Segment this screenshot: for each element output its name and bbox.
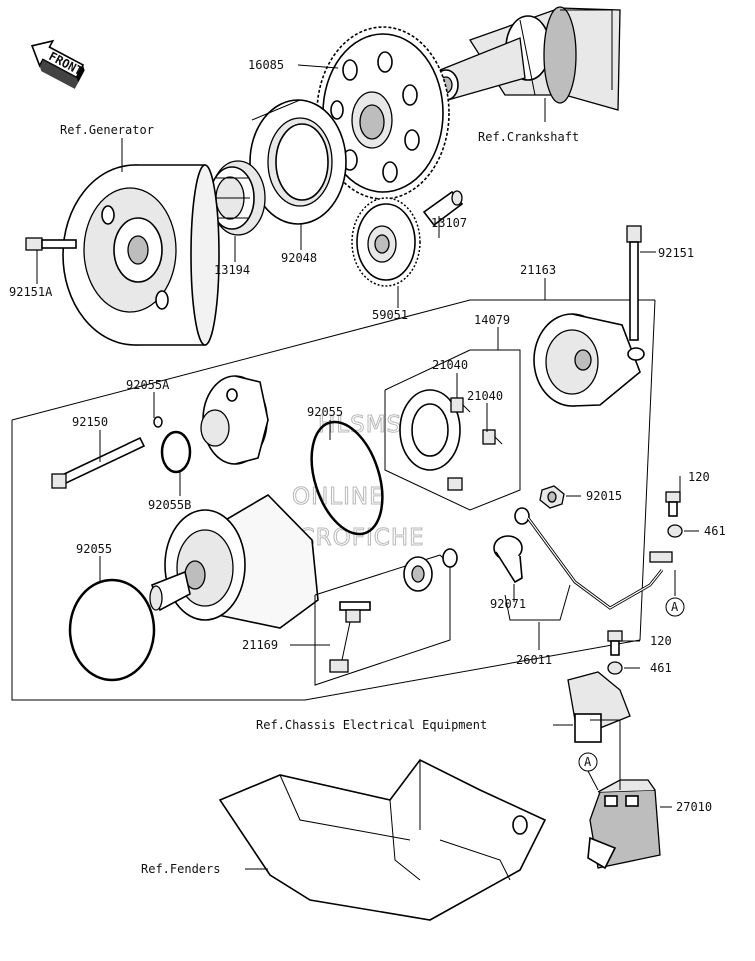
starter-motor-outline (11, 299, 656, 701)
front-arrow-icon: FRONT (30, 39, 85, 89)
label-92055B: 92055B (148, 498, 191, 512)
label-14079: 14079 (474, 313, 510, 327)
idle-gear-59051 (351, 197, 421, 287)
label-92151: 92151 (658, 246, 694, 260)
generator-rotor (62, 164, 220, 346)
part-labels: 16085 Ref.Generator Ref.Crankshaft 92151… (9, 58, 726, 876)
label-ref-fenders: Ref.Fenders (141, 862, 220, 876)
label-92055-upper: 92055 (307, 405, 343, 419)
label-92015: 92015 (586, 489, 622, 503)
brush-holder-outline (384, 349, 521, 511)
crankshaft-drawing (433, 6, 621, 111)
bolt-92150 (51, 436, 146, 489)
label-13194: 13194 (214, 263, 250, 277)
label-16085: 16085 (248, 58, 284, 72)
nut-92015 (539, 485, 565, 509)
label-461-upper: 461 (704, 524, 726, 538)
plate-92048 (249, 99, 347, 225)
terminal-washer (403, 548, 458, 592)
label-59051: 59051 (372, 308, 408, 322)
callout-a-lower: A (578, 752, 599, 791)
shaft-13107 (422, 190, 464, 227)
o-ring-92055-upper (310, 420, 384, 536)
washer-461-upper (667, 524, 683, 538)
label-21040-a: 21040 (432, 358, 468, 372)
bolt-92151A (25, 237, 77, 251)
label-21040-b: 21040 (467, 389, 503, 403)
starter-gear-16085 (316, 26, 450, 200)
label-13107: 13107 (431, 216, 467, 230)
brush-21040-b (482, 429, 503, 445)
label-120-lower: 120 (650, 634, 672, 648)
washer-461-lower (607, 661, 623, 675)
boot-92071 (493, 535, 523, 584)
o-ring-92055B (160, 430, 192, 474)
label-120-upper: 120 (688, 470, 710, 484)
cable-26011 (514, 507, 673, 610)
terminal-bolt-21169 (329, 601, 371, 673)
label-461-lower: 461 (650, 661, 672, 675)
label-92151A: 92151A (9, 285, 53, 299)
callout-a-right-label: A (671, 600, 679, 614)
end-cover-21163 (533, 313, 645, 407)
o-ring-92055-lower (68, 578, 156, 682)
one-way-clutch-13194 (209, 160, 266, 236)
leader-lines (36, 64, 699, 870)
label-92055-lower: 92055 (76, 542, 112, 556)
relay-bracket (567, 671, 631, 743)
label-27010: 27010 (676, 800, 712, 814)
watermark-line-2: ONLINE (292, 484, 385, 510)
label-92055A: 92055A (126, 378, 170, 392)
label-92048: 92048 (281, 251, 317, 265)
label-26011: 26011 (516, 653, 552, 667)
label-ref-crankshaft: Ref.Crankshaft (478, 130, 579, 144)
label-92150: 92150 (72, 415, 108, 429)
label-ref-chassis-electrical: Ref.Chassis Electrical Equipment (256, 718, 487, 732)
bolt-120-upper (665, 491, 681, 517)
callout-a-lower-label: A (584, 755, 592, 769)
label-92071: 92071 (490, 597, 526, 611)
bolt-92151 (626, 225, 642, 341)
front-cover (200, 375, 269, 465)
bolt-120-lower (607, 630, 623, 656)
fender-drawing (218, 758, 547, 921)
label-21163: 21163 (520, 263, 556, 277)
motor-body (149, 493, 319, 629)
callout-a-right: A (665, 597, 685, 617)
brush-plate-14079 (399, 389, 463, 491)
label-ref-generator: Ref.Generator (60, 123, 154, 137)
o-ring-92055A (153, 416, 163, 428)
label-21169: 21169 (242, 638, 278, 652)
starter-relay-27010 (587, 779, 661, 870)
